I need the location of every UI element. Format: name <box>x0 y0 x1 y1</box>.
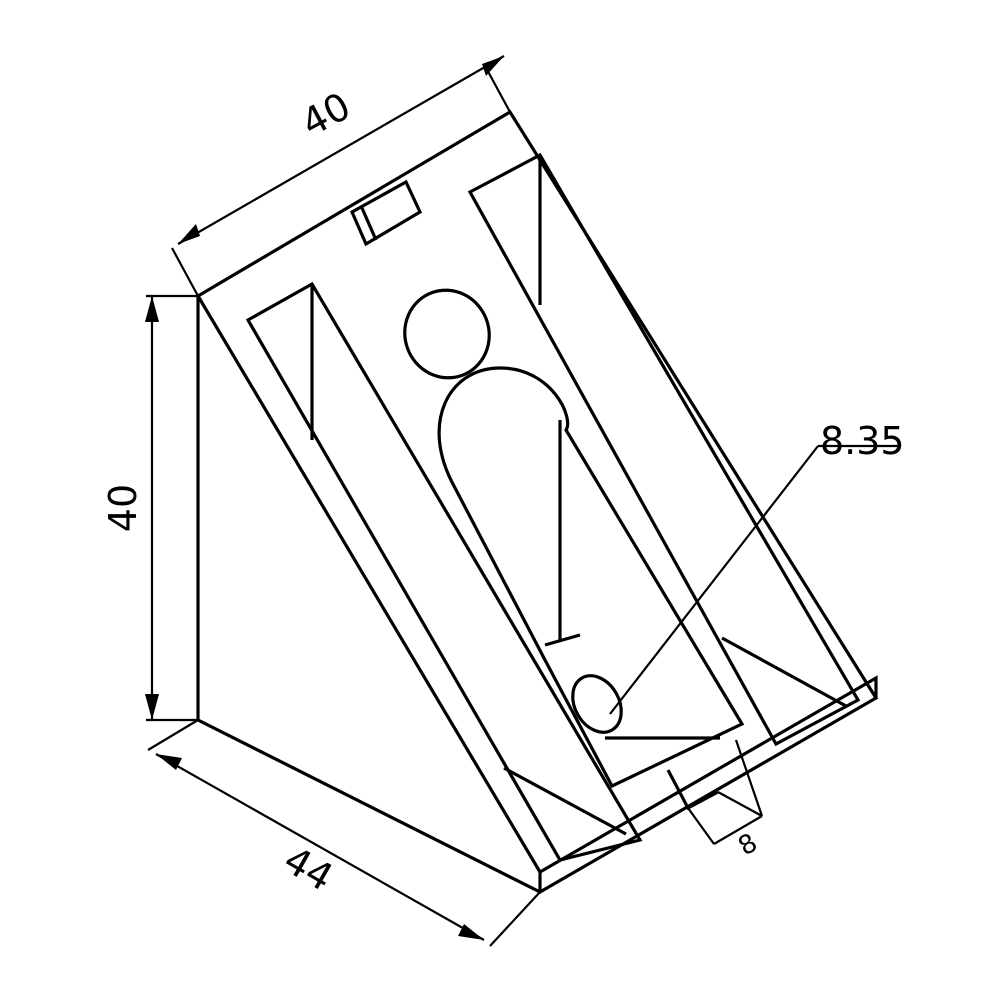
slot-cutout <box>437 366 745 789</box>
counterbore-hole <box>571 674 623 734</box>
dimension-label-top-width: 40 <box>294 84 357 146</box>
dimension-base-length: 44 <box>147 719 541 947</box>
bracket-outline <box>196 109 879 894</box>
dimension-label-key-width: 8 <box>733 828 762 862</box>
dimension-side-height: 40 <box>101 294 198 722</box>
dimension-label-base-length: 44 <box>277 838 341 900</box>
center-channel <box>403 288 745 789</box>
dimension-hole-diameter: 8.35 <box>609 419 905 715</box>
right-pocket <box>467 152 861 747</box>
dimension-label-hole-diameter: 8.35 <box>820 419 905 463</box>
upper-hole <box>403 288 491 380</box>
dimension-label-side-height: 40 <box>101 484 145 532</box>
left-pocket <box>245 281 643 862</box>
top-key-tab <box>349 179 423 247</box>
dimension-top-width: 40 <box>171 55 511 297</box>
